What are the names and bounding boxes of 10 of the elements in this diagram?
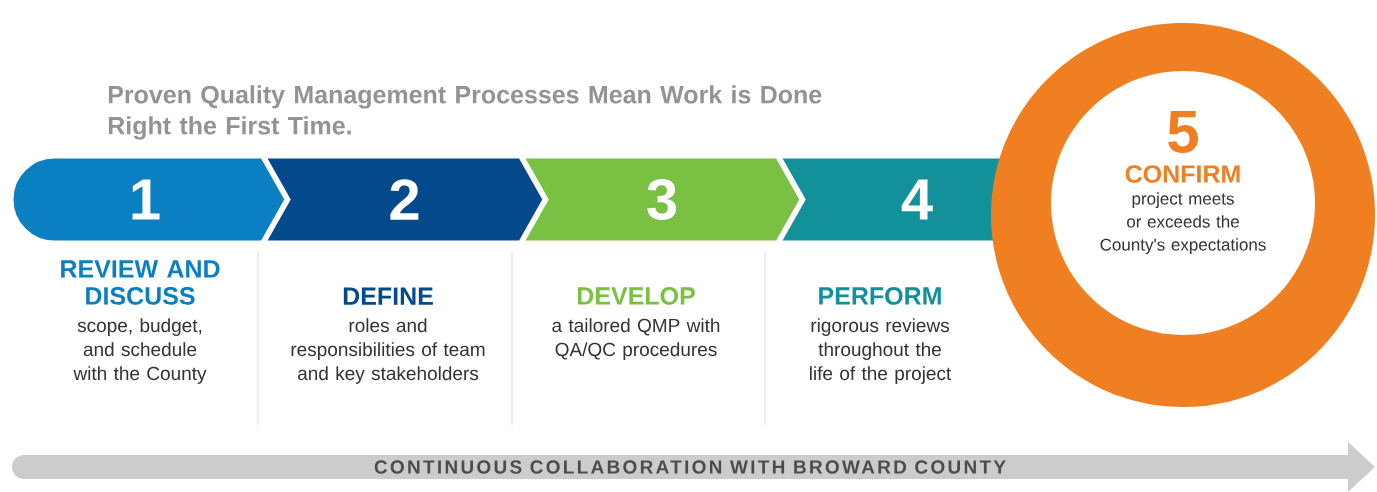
node-label: PERFORM bbox=[819, 287, 941, 305]
node-label: REVIEW AND DISCUSS bbox=[61, 260, 220, 305]
node-label: DEFINE bbox=[343, 287, 433, 305]
node-label: roles and responsibilities of team and key stakeholders bbox=[291, 318, 485, 384]
node-label: DEVELOP bbox=[577, 287, 695, 305]
node-label: a tailored QMP with QA/QC procedures bbox=[552, 318, 720, 360]
title: Proven Quality Management Processes Mean Work is Done Right the First Time. bbox=[108, 85, 822, 140]
node-label: rigorous reviews throughout the life of the project bbox=[810, 318, 952, 384]
banner-text: CONTINUOUS COLLABORATION WITH BROWARD COUNTY bbox=[374, 460, 1006, 474]
node-label: scope, budget, and schedule with the County bbox=[73, 318, 207, 384]
